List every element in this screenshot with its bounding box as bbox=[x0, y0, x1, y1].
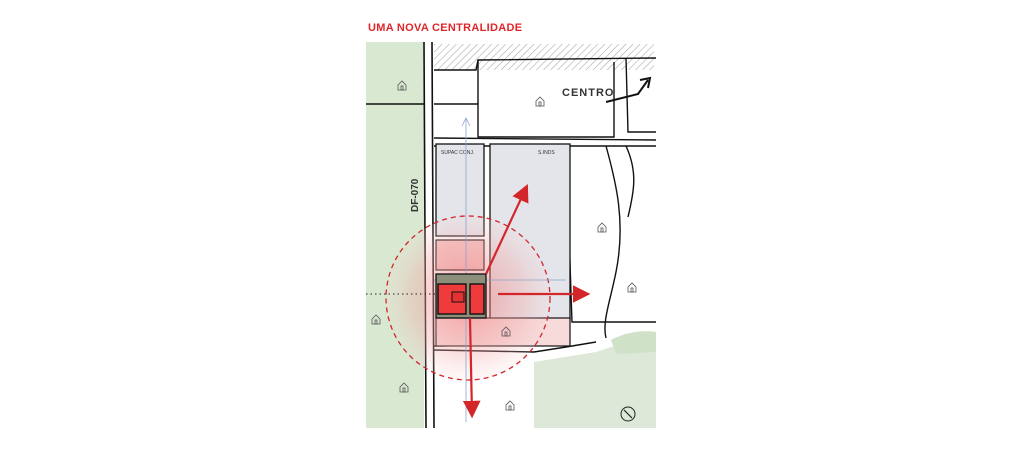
arrow-icon bbox=[462, 317, 481, 419]
house-icon bbox=[501, 326, 511, 337]
site-sketch-map: SUPAC CONJ. S.INDS CENTRO DF-070 bbox=[366, 42, 656, 428]
hatched-block bbox=[434, 44, 654, 70]
arrow-icon bbox=[605, 79, 649, 103]
expansion-arrows bbox=[462, 184, 591, 419]
arrow-icon bbox=[485, 184, 529, 275]
green-area bbox=[366, 42, 656, 428]
house-icon bbox=[505, 400, 515, 411]
north-arrow-icon bbox=[620, 406, 636, 422]
house-icon bbox=[535, 96, 545, 107]
project-lot bbox=[435, 273, 487, 319]
house-icon bbox=[627, 282, 637, 293]
road-label: DF-070 bbox=[410, 178, 421, 212]
street-lines bbox=[366, 57, 656, 353]
centro-label: CENTRO bbox=[562, 87, 614, 99]
page-title: UMA NOVA CENTRALIDADE bbox=[368, 22, 523, 34]
house-icon bbox=[597, 222, 607, 233]
centro-direction: CENTRO bbox=[562, 76, 652, 103]
block-right-label: S.INDS bbox=[538, 150, 555, 156]
house-icon bbox=[399, 382, 409, 393]
house-icons bbox=[371, 80, 637, 411]
block-left-label: SUPAC CONJ. bbox=[441, 150, 474, 156]
house-icon bbox=[397, 80, 407, 91]
house-icon bbox=[371, 314, 381, 325]
